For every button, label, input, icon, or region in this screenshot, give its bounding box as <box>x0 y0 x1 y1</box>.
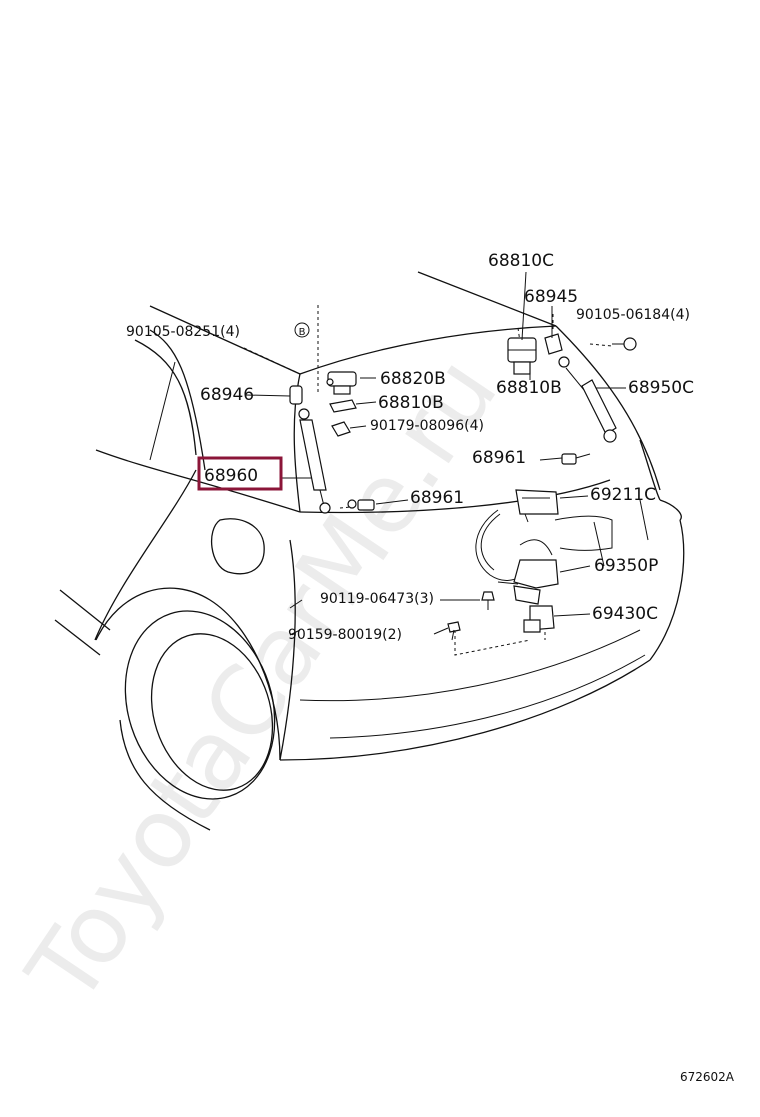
label-90105-08251[interactable]: 90105-08251(4) <box>126 324 240 340</box>
marker-b-label: B <box>299 327 306 338</box>
label-69211C[interactable]: 69211C <box>590 485 656 505</box>
hinge-68810C <box>507 337 537 375</box>
leader-lines <box>245 271 626 636</box>
nut-90179-08096 <box>331 421 351 437</box>
screw-90159-80019 <box>447 621 461 641</box>
label-68946[interactable]: 68946 <box>200 385 254 405</box>
highlight-box <box>197 456 283 491</box>
label-68810C[interactable]: 68810C <box>488 251 554 271</box>
bolt-90105-06184 <box>612 337 637 351</box>
label-68945[interactable]: 68945 <box>524 287 578 307</box>
hinge-68820B <box>326 371 357 395</box>
screw-90119-06473 <box>481 591 495 610</box>
label-68810B-left[interactable]: 68810B <box>378 393 444 413</box>
label-68810B-right[interactable]: 68810B <box>496 378 562 398</box>
label-90179-08096[interactable]: 90179-08096(4) <box>370 418 484 434</box>
label-68820B[interactable]: 68820B <box>380 369 446 389</box>
stud-68961-lower <box>347 499 375 511</box>
lock-69350P <box>497 559 559 605</box>
leader-dashes <box>243 305 613 656</box>
label-68960[interactable]: 68960 <box>204 466 258 486</box>
handle-69211C <box>515 489 559 523</box>
stud-68961-right <box>539 453 591 465</box>
label-69430C[interactable]: 69430C <box>592 604 658 624</box>
car-body-outline <box>54 271 685 831</box>
label-90159-80019[interactable]: 90159-80019(2) <box>288 627 402 643</box>
label-90119-06473[interactable]: 90119-06473(3) <box>320 591 434 607</box>
strut-68950C <box>558 356 617 443</box>
label-69350P[interactable]: 69350P <box>594 556 658 576</box>
label-68950C[interactable]: 68950C <box>628 378 694 398</box>
part-labels: 68810C 68945 90105-06184(4) 90105-08251(… <box>126 251 694 643</box>
label-68961-lower[interactable]: 68961 <box>410 488 464 508</box>
diagram-code: 672602A <box>680 1070 735 1084</box>
gasket-68810B <box>329 399 357 413</box>
cushion-68945 <box>544 333 563 355</box>
striker-69430C <box>523 605 555 633</box>
label-90105-06184[interactable]: 90105-06184(4) <box>576 307 690 323</box>
strut-68960 <box>298 408 331 514</box>
cushion-68946 <box>289 385 303 405</box>
label-68961-right[interactable]: 68961 <box>472 448 526 468</box>
marker-b: B <box>294 322 310 338</box>
